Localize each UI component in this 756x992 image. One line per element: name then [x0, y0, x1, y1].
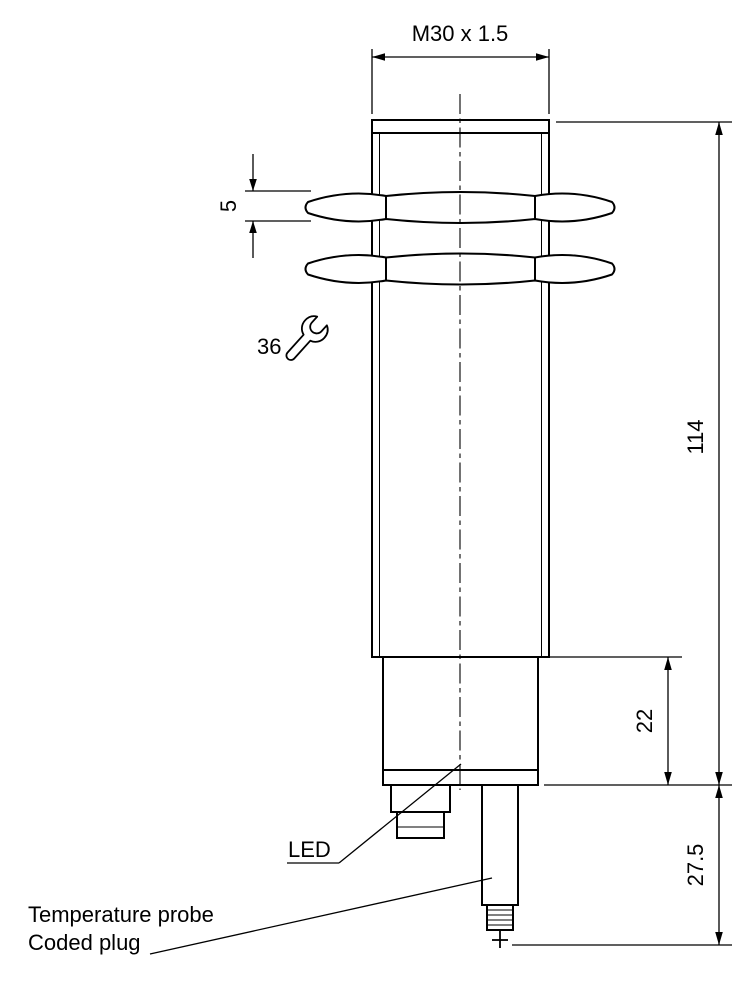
plug-length-label: 27.5	[683, 844, 708, 887]
led-callout: LED	[287, 763, 462, 864]
wrench-size-label: 36	[257, 334, 281, 359]
dimension-housing-length: 22	[546, 656, 682, 785]
probe-tip-cross	[492, 930, 508, 948]
probe-callout: Temperature probe Coded plug	[28, 877, 493, 955]
nut-thickness-label: 5	[216, 200, 241, 212]
dimension-plug-length: 27.5	[512, 785, 732, 946]
overall-length-label: 114	[683, 419, 708, 454]
temperature-probe-label: Temperature probe	[28, 902, 214, 927]
wrench-icon	[285, 315, 329, 361]
dimension-overall-length: 114	[544, 121, 732, 786]
led-label: LED	[288, 837, 331, 862]
wrench-symbol: 36	[257, 315, 329, 361]
temperature-probe	[481, 784, 519, 948]
thread-dimension-label: M30 x 1.5	[412, 21, 509, 46]
dimension-thread: M30 x 1.5	[371, 21, 550, 114]
dimension-nut-thickness: 5	[216, 154, 311, 258]
connector-plug	[390, 784, 451, 839]
housing-length-label: 22	[632, 709, 657, 733]
coded-plug-label: Coded plug	[28, 930, 141, 955]
probe-leader-line	[149, 877, 493, 955]
led-leader-line	[338, 763, 462, 864]
